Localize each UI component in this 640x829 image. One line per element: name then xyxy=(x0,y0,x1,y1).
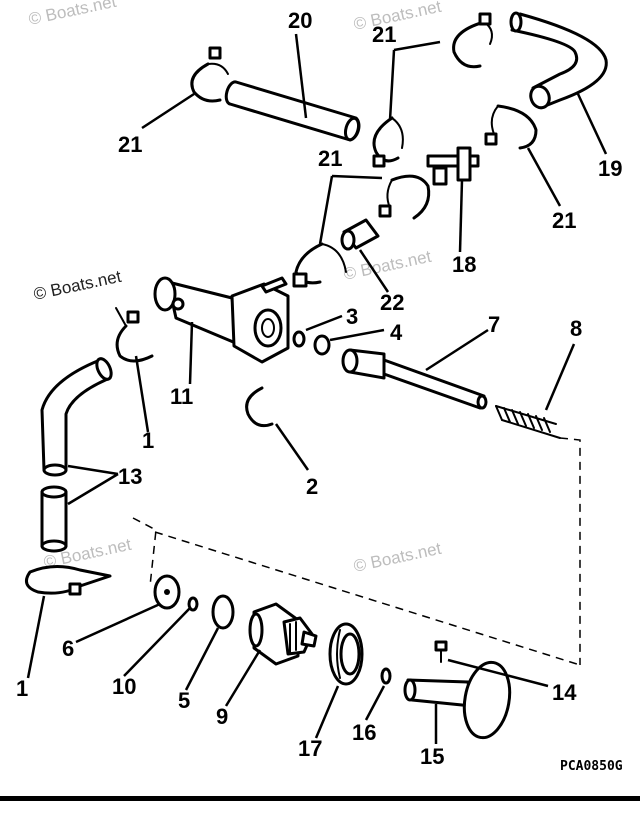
callout-10: 10 xyxy=(112,674,136,699)
part-7-shaft xyxy=(341,348,488,410)
part-3-o-ring xyxy=(292,330,306,348)
part-8-spring xyxy=(495,405,561,439)
assembly-guide-line xyxy=(154,531,581,666)
callout-1: 1 xyxy=(142,428,154,453)
callout-19: 19 xyxy=(598,156,622,181)
diagram-code: PCA0850G xyxy=(560,759,623,774)
part-18-fitting xyxy=(426,146,480,186)
callout-4: 4 xyxy=(390,320,403,345)
part-22-coupling xyxy=(340,218,380,251)
watermark: © Boats.net xyxy=(32,267,123,304)
callout-1: 1 xyxy=(16,676,28,701)
part-1-clamp xyxy=(115,307,154,363)
part-6-washer xyxy=(153,574,181,610)
bottom-rule xyxy=(0,796,640,801)
part-21-clamp xyxy=(292,242,347,288)
callout-6: 6 xyxy=(62,636,74,661)
callout-21: 21 xyxy=(118,132,142,157)
callout-16: 16 xyxy=(352,720,376,745)
part-13-hose xyxy=(40,357,113,477)
part-21-clamp xyxy=(378,174,431,220)
callout-3: 3 xyxy=(346,304,358,329)
callout-22: 22 xyxy=(380,290,404,315)
callout-13: 13 xyxy=(118,464,142,489)
part-16-o-ring xyxy=(380,667,392,685)
callout-8: 8 xyxy=(570,316,582,341)
callout-21: 21 xyxy=(318,146,342,171)
part-2-retaining-ring xyxy=(245,386,274,428)
callout-9: 9 xyxy=(216,704,228,729)
part-19-elbow-hose xyxy=(509,11,608,110)
part-5-o-ring xyxy=(211,594,235,630)
callout-14: 14 xyxy=(552,680,577,705)
part-21-clamp xyxy=(372,116,404,168)
assembly-guide-line xyxy=(132,517,157,587)
watermark: © Boats.net xyxy=(27,0,118,29)
callout-15: 15 xyxy=(420,744,444,769)
part-21-clamp xyxy=(190,46,229,103)
watermark: © Boats.net xyxy=(352,0,443,34)
callout-11: 11 xyxy=(170,384,193,409)
watermark: © Boats.net xyxy=(342,247,433,284)
assembly-guide-line xyxy=(559,437,581,665)
callout-20: 20 xyxy=(288,8,312,33)
callout-21: 21 xyxy=(552,208,576,233)
part-10-o-ring xyxy=(187,596,199,612)
part-9-valve-body xyxy=(248,602,318,666)
part-1-clamp xyxy=(24,565,112,596)
part-17-diaphragm xyxy=(328,622,364,686)
watermark: © Boats.net xyxy=(352,539,443,576)
callout-5: 5 xyxy=(178,688,190,713)
leader-lines xyxy=(26,33,608,744)
callout-17: 17 xyxy=(298,736,322,761)
callout-21: 21 xyxy=(372,22,396,47)
callout-7: 7 xyxy=(488,312,500,337)
part-21-clamp xyxy=(452,12,493,69)
part-14-screw xyxy=(434,640,448,663)
part-15-plunger xyxy=(403,660,512,740)
part-4-o-ring xyxy=(313,334,331,356)
callout-2: 2 xyxy=(306,474,318,499)
part-21-clamp xyxy=(484,104,538,150)
callout-18: 18 xyxy=(452,252,476,277)
part-13-hose xyxy=(40,485,68,553)
part-11-housing xyxy=(153,276,290,364)
part-20-hose xyxy=(224,80,361,142)
